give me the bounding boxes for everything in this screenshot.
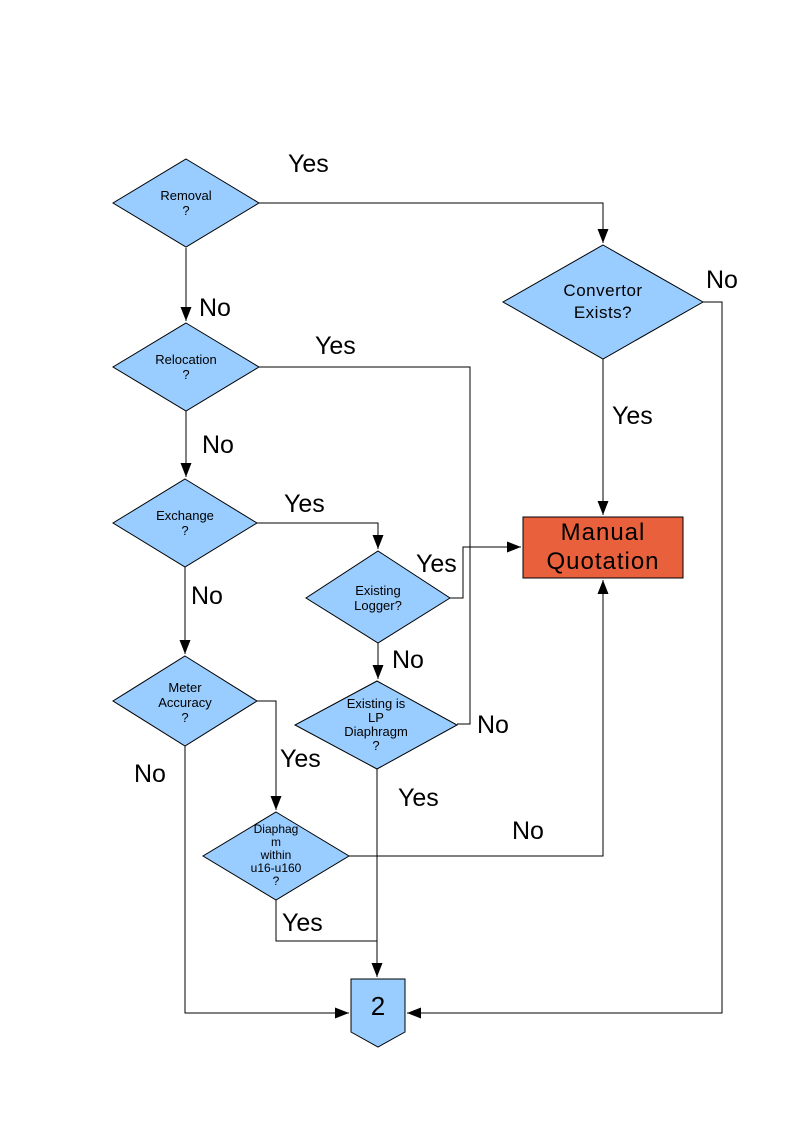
process-manual-quotation-label: Manual Quotation xyxy=(546,519,660,575)
edge-diaphragm-no-to-manual-quotation xyxy=(349,580,609,857)
process-manual-quotation xyxy=(522,516,684,579)
edge-label-relocation-no: No xyxy=(202,431,234,459)
edge-label-exchange-no: No xyxy=(191,582,223,610)
decision-relocation xyxy=(112,322,260,412)
offpage-connector-2 xyxy=(350,978,406,1048)
decision-existing-lp-diaphragm-label: Existing is LP Diaphragm ? xyxy=(344,696,408,753)
edge-label-removal-yes: Yes xyxy=(288,150,329,178)
edge-label-lp-no: No xyxy=(477,711,509,739)
decision-removal-label: Removal ? xyxy=(160,188,212,218)
decision-existing-lp-diaphragm xyxy=(293,680,459,770)
edge-exchange-yes xyxy=(257,522,384,549)
edge-label-logger-no: No xyxy=(392,646,424,674)
decision-meter-accuracy xyxy=(112,655,258,747)
edge-label-diaphragm-no: No xyxy=(512,817,544,845)
edge-label-logger-yes: Yes xyxy=(416,550,457,578)
edge-label-convertor-no: No xyxy=(706,266,738,294)
offpage-connector-label: 2 xyxy=(370,991,386,1021)
decision-diaphragm-within-range-label: Diaphag m within u16-u160 ? xyxy=(250,822,302,888)
edge-removal-yes xyxy=(259,202,609,243)
edge-label-diaphragm-yes: Yes xyxy=(282,909,323,937)
edge-label-meter-yes: Yes xyxy=(280,745,321,773)
decision-exchange xyxy=(112,478,258,568)
decision-convertor-exists xyxy=(501,244,705,360)
edge-meter-no-to-connector xyxy=(184,746,349,1019)
edge-label-relocation-yes: Yes xyxy=(315,332,356,360)
edge-relocation-yes-lp-no-trunk xyxy=(259,366,471,725)
edge-label-meter-no: No xyxy=(134,760,166,788)
edge-label-exchange-yes: Yes xyxy=(284,490,325,518)
edge-convertor-no-to-connector xyxy=(407,301,723,1019)
decision-diaphragm-within-range xyxy=(202,811,350,901)
edge-label-removal-no: No xyxy=(199,294,231,322)
decision-existing-logger xyxy=(305,550,451,644)
edge-label-convertor-yes: Yes xyxy=(612,402,653,430)
edge-diaphragm-yes-merge xyxy=(275,900,377,942)
edge-logger-yes-into-manual-quotation xyxy=(450,541,521,599)
decision-existing-logger-label: Existing Logger? xyxy=(354,583,402,613)
edge-label-lp-yes: Yes xyxy=(398,784,439,812)
decision-relocation-label: Relocation ? xyxy=(155,352,217,382)
edge-meter-yes xyxy=(257,700,282,810)
decision-removal xyxy=(112,158,260,248)
decision-meter-accuracy-label: Meter Accuracy ? xyxy=(158,680,212,725)
decision-exchange-label: Exchange ? xyxy=(156,508,214,538)
decision-convertor-exists-label: Convertor Exists? xyxy=(563,281,643,322)
